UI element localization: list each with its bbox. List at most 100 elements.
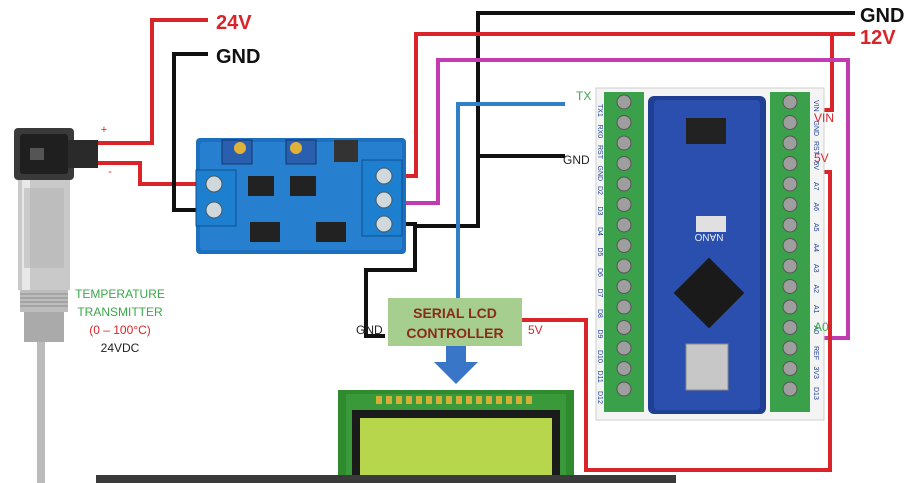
lcd-controller-box: [388, 298, 522, 346]
pin-label: A0: [812, 326, 819, 335]
wire-gnd-top: [476, 11, 855, 158]
pin-label: 3V3: [812, 367, 819, 380]
pin-label: D5: [596, 248, 603, 257]
lcd-pin: [396, 396, 402, 404]
terminal-screw: [616, 320, 632, 335]
lcd-pin: [516, 396, 522, 404]
terminal-screw: [616, 238, 632, 253]
wire-gnd-left: [172, 52, 208, 212]
pin-label: D7: [596, 289, 603, 298]
lcd-display: [338, 390, 574, 483]
pin-label: VIN: [812, 100, 819, 112]
terminal-screw: [782, 238, 798, 253]
sensor-plus-label: +: [101, 124, 107, 136]
pin-label: RST: [812, 141, 819, 156]
pin-label: RST: [596, 145, 603, 160]
terminal-screw: [616, 176, 632, 192]
sensor-title-line1: TEMPERATURE: [75, 287, 165, 301]
pin-label: GND: [812, 121, 819, 137]
temperature-sensor: [14, 128, 98, 483]
pin-label: TX1: [596, 104, 603, 117]
lcd-pin: [506, 396, 512, 404]
pin-label: D9: [596, 330, 603, 339]
a0-label: A0: [814, 320, 829, 334]
lcd-pin: [446, 396, 452, 404]
pin-label: A2: [812, 285, 819, 294]
terminal-screw: [782, 381, 798, 397]
pin-label: D2: [596, 186, 603, 195]
terminal-screw: [616, 258, 632, 274]
terminal-screw: [616, 94, 632, 110]
pin-label: A7: [812, 182, 819, 191]
label-gnd-left: GND: [216, 46, 260, 68]
gnd-lcd-label: GND: [356, 323, 383, 337]
pin-label: A3: [812, 264, 819, 273]
lcd-pin: [386, 396, 392, 404]
lcd-pin: [426, 396, 432, 404]
arduino-terminal-shield: [595, 87, 825, 421]
five-v-right-label: 5V: [814, 151, 829, 165]
pin-label: GND: [596, 166, 603, 182]
terminal-screw: [616, 340, 632, 356]
pin-label: D4: [596, 227, 603, 236]
wire-gnd-lcd: [364, 226, 417, 338]
terminal-screw: [616, 381, 632, 397]
signal-transmitter-module: [195, 138, 406, 254]
lcd-pin: [416, 396, 422, 404]
lcd-controller-line2: CONTROLLER: [406, 325, 503, 341]
terminal-screw: [782, 340, 798, 356]
lcd-pin: [406, 396, 412, 404]
lcd-pin: [466, 396, 472, 404]
wire-24v: [98, 18, 208, 145]
pin-label: REF: [812, 346, 819, 360]
terminal-screw: [782, 320, 798, 335]
sensor-range: (0 – 100°C): [89, 323, 151, 337]
terminal-screw: [616, 197, 632, 212]
lcd-controller-line1: SERIAL LCD: [413, 305, 497, 321]
terminal-screw: [616, 279, 632, 294]
pin-label: 5V: [812, 162, 819, 171]
terminal-screw: [782, 258, 798, 274]
wire-sensor-negative: [98, 161, 204, 186]
label-12v: 12V: [860, 27, 896, 49]
caption-bar: [96, 475, 676, 483]
wire-signal-a0: [396, 58, 850, 340]
down-arrow-icon: [434, 346, 478, 384]
arduino-chip-label: NANO: [694, 231, 723, 242]
sensor-title-line2: TRANSMITTER: [77, 305, 163, 319]
five-v-lcd-label: 5V: [528, 323, 543, 337]
pin-label: D10: [596, 350, 603, 363]
pin-label: D11: [596, 371, 603, 383]
pin-label: RX0: [596, 125, 603, 139]
pin-label: D6: [596, 268, 603, 277]
wire-5v: [518, 170, 832, 472]
pin-label: D13: [812, 387, 819, 400]
lcd-pin: [476, 396, 482, 404]
terminal-screw: [782, 299, 798, 315]
pin-label: A1: [812, 305, 819, 314]
terminal-screw: [782, 361, 798, 376]
terminal-screw: [616, 135, 632, 151]
terminal-screw: [782, 115, 798, 130]
terminal-screw: [782, 94, 798, 110]
terminal-screw: [616, 115, 632, 130]
terminal-screw: [616, 156, 632, 171]
pin-label: D12: [596, 391, 603, 404]
vin-label: VIN: [814, 111, 834, 125]
sensor-voltage: 24VDC: [101, 341, 140, 355]
terminal-screw: [782, 217, 798, 233]
terminal-screw: [782, 176, 798, 192]
terminal-screw: [782, 279, 798, 294]
terminal-screw: [782, 156, 798, 171]
terminal-screw: [616, 361, 632, 376]
pin-label: D3: [596, 207, 603, 216]
wire-tx: [456, 102, 565, 298]
lcd-pin: [496, 396, 502, 404]
lcd-pin: [436, 396, 442, 404]
lcd-pin: [486, 396, 492, 404]
lcd-pin: [376, 396, 382, 404]
gnd-arduino-label: GND: [563, 153, 590, 167]
